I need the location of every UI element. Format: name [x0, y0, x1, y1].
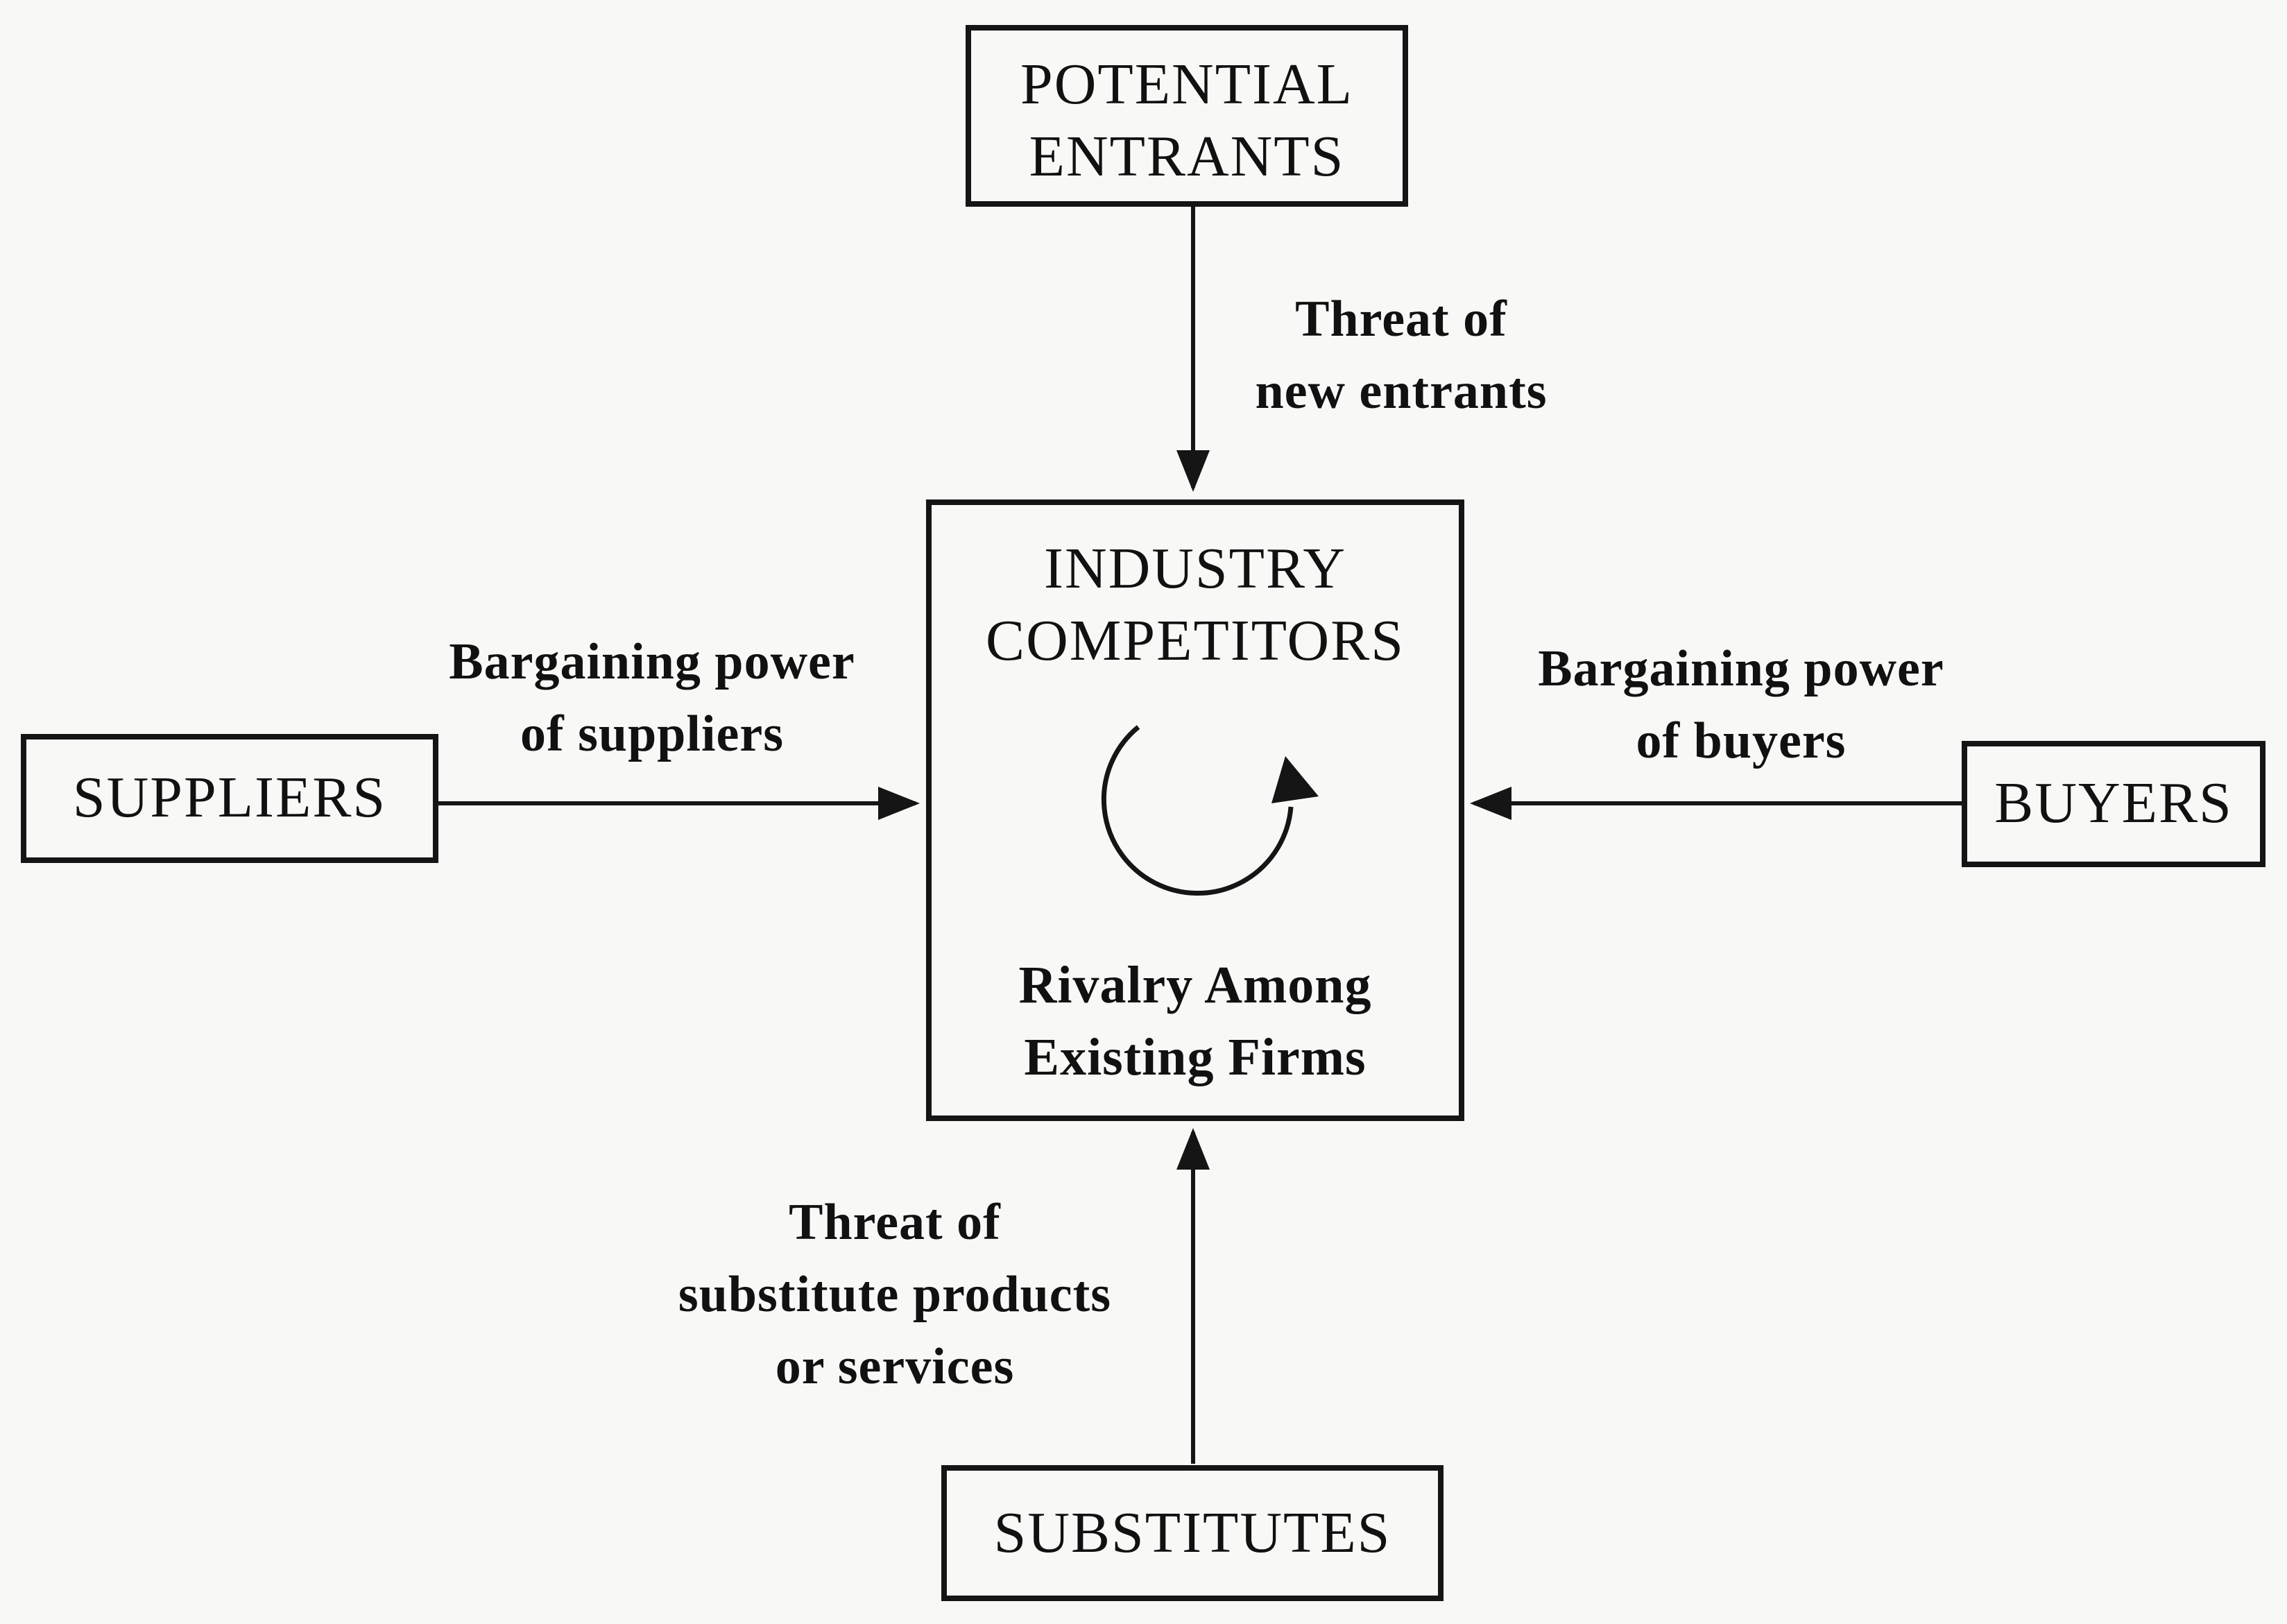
buyer-bargaining-power-label: Bargaining power of buyers: [1538, 640, 1944, 769]
buyers-box: BUYERS: [1962, 741, 2265, 867]
potential-entrants-label: POTENTIAL ENTRANTS: [1020, 52, 1353, 189]
threat-substitutes-label: Threat of substitute products or service…: [678, 1194, 1112, 1395]
potential-entrants-box: POTENTIAL ENTRANTS: [966, 25, 1408, 207]
supplier-bargaining-power-label: Bargaining power of suppliers: [449, 633, 855, 762]
substitutes-box: SUBSTITUTES: [941, 1465, 1444, 1601]
industry-competitors-label: INDUSTRY COMPETITORS: [986, 536, 1405, 673]
suppliers-box: SUPPLIERS: [21, 734, 438, 863]
rivalry-cycle-icon: [1101, 725, 1319, 896]
suppliers-label: SUPPLIERS: [72, 765, 387, 830]
substitutes-label: SUBSTITUTES: [993, 1501, 1391, 1565]
rivalry-label: Rivalry Among Existing Firms: [1018, 956, 1372, 1086]
threat-new-entrants-label: Threat of new entrants: [1255, 291, 1548, 420]
buyers-label: BUYERS: [1994, 771, 2233, 835]
industry-competitors-box: INDUSTRY COMPETITORS Rivalry Among Exist…: [926, 499, 1464, 1121]
